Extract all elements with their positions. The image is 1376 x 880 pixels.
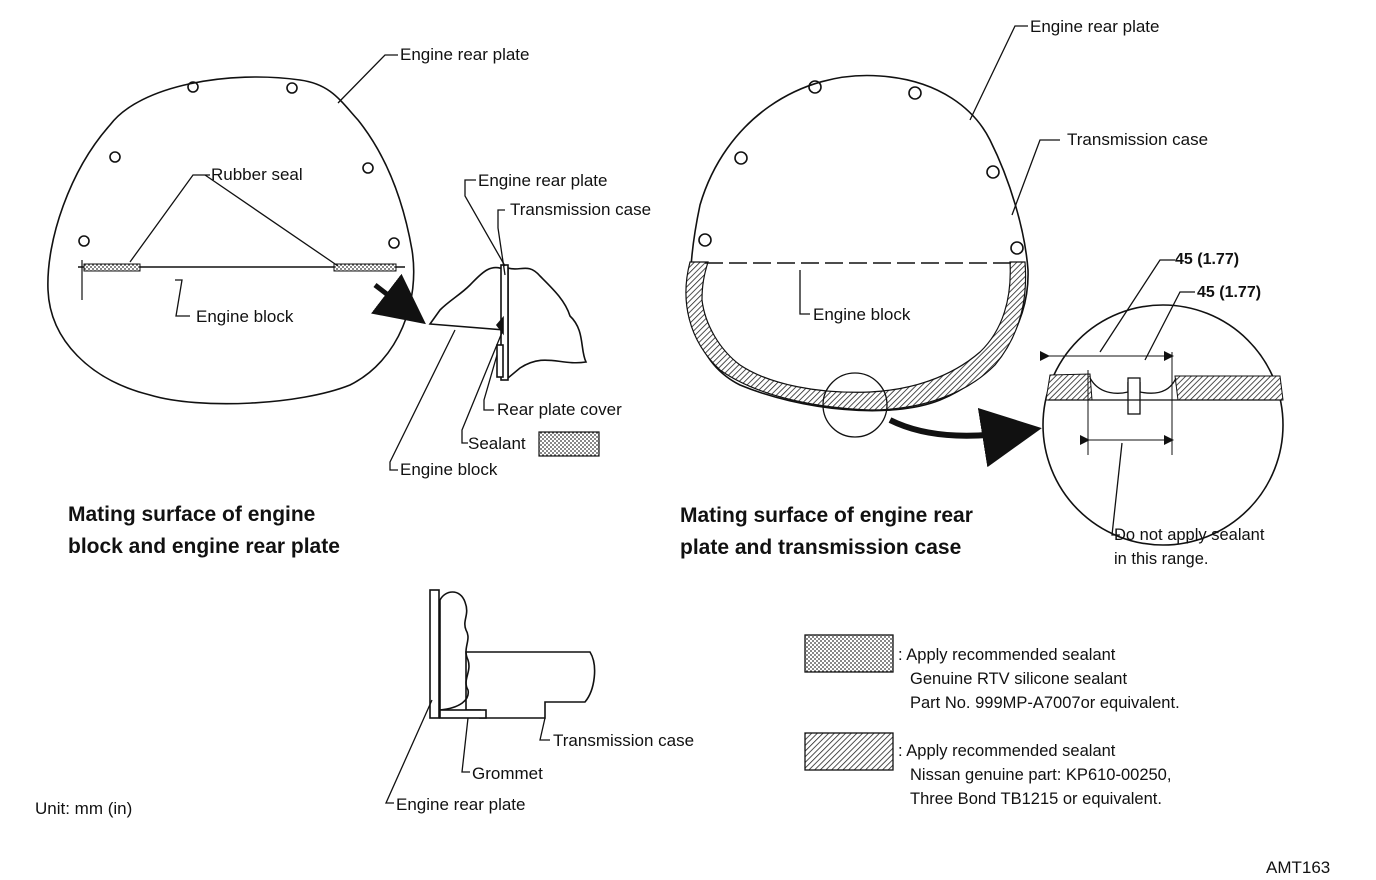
zoom-bolt <box>1127 377 1141 415</box>
label-detail-transmission-case: Transmission case <box>510 200 652 219</box>
right-bolt-hole <box>986 165 1000 179</box>
label-left-engine-block: Engine block <box>196 307 294 326</box>
detail-rear-plate-cover <box>496 344 504 378</box>
legend-line: Three Bond TB1215 or equivalent. <box>910 790 1162 808</box>
label-rubber-seal: Rubber seal <box>211 165 303 184</box>
label-detail-engine-block: Engine block <box>400 460 498 479</box>
right-bolt-hole <box>734 151 748 165</box>
legend-line: : Apply recommended sealant <box>898 742 1116 760</box>
label-detail-engine-rear-plate: Engine rear plate <box>478 171 608 190</box>
zoom-arrow <box>888 407 1042 468</box>
detail-transmission-case <box>507 266 588 380</box>
left-bolt-hole <box>388 237 400 249</box>
label-grommet: Grommet <box>472 764 543 783</box>
label-right-transmission-case: Transmission case <box>1067 130 1209 149</box>
right-bolt-hole <box>908 86 922 100</box>
detail-engine-block <box>428 266 506 331</box>
legend-swatch-dots <box>804 634 894 673</box>
note-line: Do not apply sealant <box>1114 526 1265 544</box>
sealant-swatch <box>538 431 600 457</box>
label-left-engine-rear-plate: Engine rear plate <box>400 45 530 64</box>
label-bottom-engine-rear-plate: Engine rear plate <box>396 795 526 814</box>
zoom-circle <box>822 372 888 438</box>
legend-line: Nissan genuine part: KP610-00250, <box>910 766 1172 784</box>
legend-hatch-text: : Apply recommended sealant Nissan genui… <box>898 739 1171 811</box>
title-right-line: plate and transmission case <box>680 536 962 559</box>
zoom-hatch-right <box>1174 375 1284 401</box>
right-transmission-case-outline <box>689 74 1029 412</box>
label-sealant: Sealant <box>468 434 526 453</box>
label-dim-inner: 45 (1.77) <box>1197 284 1262 301</box>
left-rear-plate-outline <box>47 76 415 405</box>
legend-line: Part No. 999MP-A7007or equivalent. <box>910 694 1180 712</box>
legend-dots-text: : Apply recommended sealant Genuine RTV … <box>898 643 1180 715</box>
left-rubber-seal <box>333 263 397 272</box>
title-right: Mating surface of engine rear plate and … <box>680 500 973 564</box>
label-rear-plate-cover: Rear plate cover <box>497 400 622 419</box>
label-no-sealant-note: Do not apply sealant in this range. <box>1114 523 1264 571</box>
figure-code: AMT163 <box>1266 858 1331 877</box>
title-left-line: Mating surface of engine <box>68 503 316 526</box>
label-bottom-transmission-case: Transmission case <box>553 731 695 750</box>
bottom-transmission-case <box>465 651 596 719</box>
legend-line: : Apply recommended sealant <box>898 646 1116 664</box>
note-line: in this range. <box>1114 550 1209 568</box>
title-left: Mating surface of engine block and engin… <box>68 499 340 563</box>
bottom-grommet <box>439 591 470 711</box>
unit-label: Unit: mm (in) <box>35 799 133 818</box>
right-bolt-hole <box>808 80 822 94</box>
right-sealant-band <box>685 261 1027 411</box>
label-dim-outer: 45 (1.77) <box>1175 251 1240 268</box>
left-bolt-hole <box>109 151 121 163</box>
zoom-detail-circle <box>1042 304 1284 546</box>
label-right-engine-block: Engine block <box>813 305 911 324</box>
left-rubber-seal <box>83 263 141 272</box>
left-bolt-hole <box>362 162 374 174</box>
title-left-line: block and engine rear plate <box>68 535 340 558</box>
legend-line: Genuine RTV silicone sealant <box>910 670 1128 688</box>
bottom-rear-plate <box>429 589 440 719</box>
right-bolt-hole <box>698 233 712 247</box>
detail-arrow <box>371 273 426 325</box>
title-right-line: Mating surface of engine rear <box>680 504 973 527</box>
right-bolt-hole <box>1010 241 1024 255</box>
zoom-hatch-left <box>1045 373 1093 401</box>
left-bolt-hole <box>78 235 90 247</box>
left-bolt-hole <box>187 81 199 93</box>
left-bolt-hole <box>286 82 298 94</box>
legend-swatch-hatch <box>804 732 894 771</box>
label-right-engine-rear-plate: Engine rear plate <box>1030 17 1160 36</box>
